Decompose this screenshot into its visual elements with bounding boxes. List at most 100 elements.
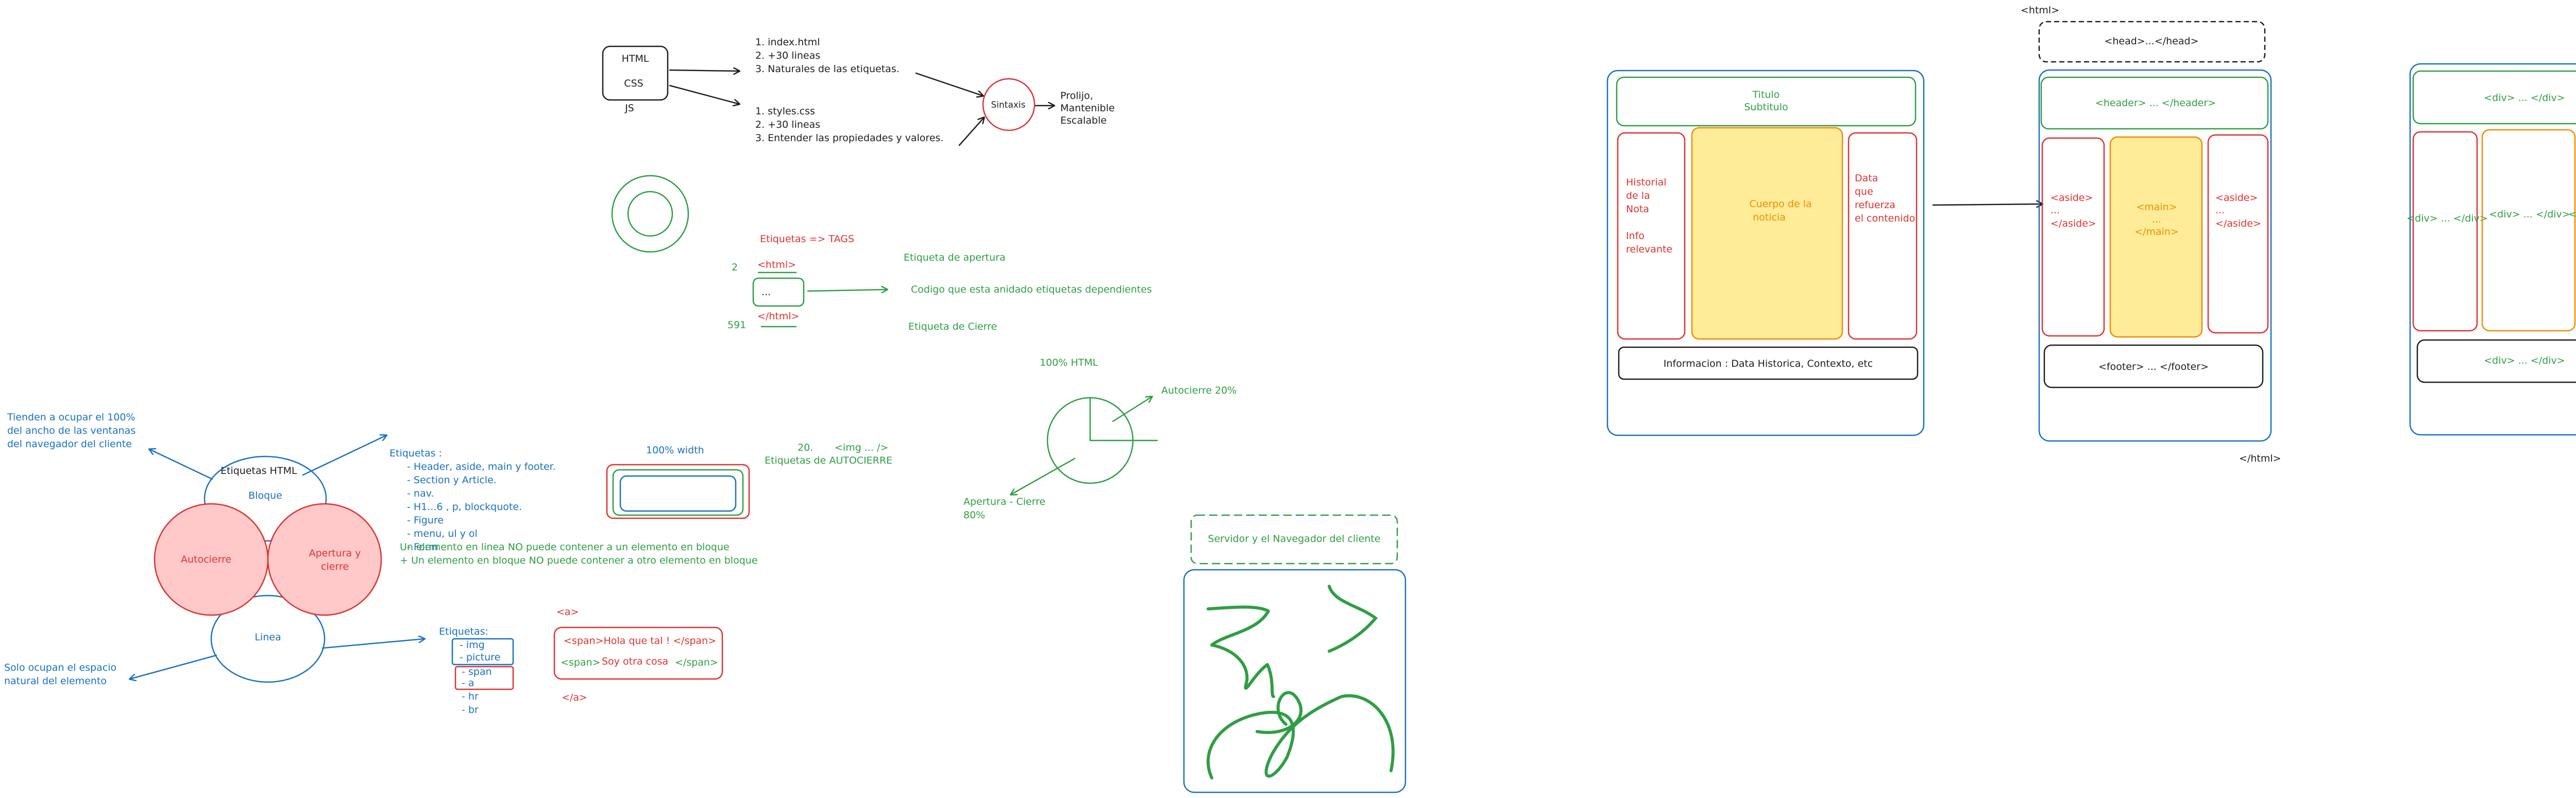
styles-note-3: 3. Entender las propiedades y valores. <box>755 132 943 144</box>
width-outer-box[interactable] <box>606 464 750 519</box>
semantic-right-aside[interactable] <box>2207 134 2269 334</box>
apertura-label-2: cierre <box>321 561 349 572</box>
index-note-3: 3. Naturales de las etiquetas. <box>755 63 900 75</box>
main-close: </main> <box>2134 226 2179 237</box>
inline-img-picture-box[interactable] <box>451 638 514 666</box>
block-list-4: - H1...6 , p, blockquote. <box>407 501 522 513</box>
block-list-1: - Header, aside, main y footer. <box>407 461 556 472</box>
scribble-2 <box>1328 585 1378 653</box>
semantic-page-frame[interactable] <box>2038 69 2272 442</box>
outer-green-circle[interactable] <box>611 175 689 253</box>
news-left-6: relevante <box>1626 244 1672 255</box>
width-boxes: 100% width <box>606 445 750 519</box>
block-list-7: - Form <box>407 541 438 553</box>
rule-2: + Un elemento en bloque NO puede contene… <box>400 555 758 566</box>
semantic-main-box[interactable] <box>2109 136 2203 338</box>
pie-diagram: 100% HTML Autocierre 20% Apertura - Cier… <box>963 357 1236 521</box>
close-tag: </html> <box>757 311 800 322</box>
semantic-layout-wireframe: <html> <head>...</head> <header> ... </h… <box>2021 5 2281 464</box>
block-list-2: - Section y Article. <box>407 474 497 486</box>
div-page-frame[interactable] <box>2409 63 2576 436</box>
aside-right-dots: ... <box>2215 205 2225 216</box>
styles-note-1: 1. styles.css <box>755 106 815 117</box>
sintaxis-circle[interactable] <box>982 78 1036 131</box>
news-left-2: de la <box>1626 190 1650 201</box>
arrow-autocierre <box>1112 397 1152 422</box>
news-main-body[interactable] <box>1691 127 1843 340</box>
etiquetas-html-section: Etiquetas HTML Tienden a ocupar el 100% … <box>4 412 758 716</box>
apertura-cierre-circle[interactable] <box>267 503 382 616</box>
div-footer-tag: <div> ... </div> <box>2484 355 2565 366</box>
open-tag: <html> <box>757 259 796 270</box>
html-css-js-group: HTML CSS JS <box>602 45 739 114</box>
news-main-1: Cuerpo de la <box>1749 198 1811 210</box>
sintaxis-label: Sintaxis <box>991 100 1025 110</box>
inline-list-5: - hr <box>462 691 479 702</box>
tag-close-line-number: 591 <box>727 319 746 331</box>
open-label: Etiqueta de apertura <box>904 252 1006 263</box>
etiquetas-html-title: Etiquetas HTML <box>221 465 297 477</box>
arrow-block-right <box>302 435 386 476</box>
inline-span-a-box[interactable] <box>454 666 514 690</box>
width-middle-box[interactable] <box>612 469 744 516</box>
div-left-box[interactable] <box>2412 131 2478 332</box>
inline-list-2: - picture <box>460 652 500 663</box>
autocierre-label: Autocierre <box>181 554 231 565</box>
block-list-6: - menu, ul y ol <box>407 528 478 539</box>
span-container[interactable] <box>553 626 723 680</box>
inline-note-2: natural del elemento <box>4 675 107 687</box>
a-close: </a> <box>562 692 587 703</box>
news-title-box[interactable] <box>1616 76 1917 127</box>
block-list-5: - Figure <box>407 515 444 526</box>
span-2-open: <span> <box>561 657 600 668</box>
server-dashed-box[interactable] <box>1190 514 1398 565</box>
div-layout-wireframe: <div> ... </div> <div> ... </div> <div> … <box>2406 63 2576 436</box>
news-footer-box[interactable] <box>1618 346 1919 380</box>
news-left-aside[interactable] <box>1617 132 1686 340</box>
head-tag: <head>...</head> <box>2104 36 2198 47</box>
client-window-box[interactable] <box>1183 569 1406 793</box>
news-page-frame[interactable] <box>1606 70 1925 436</box>
server-label: Servidor y el Navegador del cliente <box>1208 533 1381 545</box>
semantic-header-box[interactable] <box>2040 76 2269 130</box>
inline-note-1: Solo ocupan el espacio <box>4 662 116 673</box>
div-header-box[interactable] <box>2412 70 2576 125</box>
main-open: <main> <box>2136 201 2177 213</box>
index-notes: 1. index.html 2. +30 lineas 3. Naturales… <box>755 37 900 75</box>
styles-notes: 1. styles.css 2. +30 lineas 3. Entender … <box>755 106 943 144</box>
pie-bottom-label-1: Apertura - Cierre <box>963 496 1045 507</box>
div-right-tag: <div> ... </div> <box>2568 209 2576 220</box>
news-right-aside[interactable] <box>1848 132 1918 340</box>
div-middle-box[interactable] <box>2481 129 2576 332</box>
arrow-index-to-sintaxis <box>915 72 983 96</box>
linea-circle[interactable] <box>210 595 326 683</box>
css-label: CSS <box>624 78 643 89</box>
content-box[interactable] <box>752 277 805 307</box>
aside-left-close: </aside> <box>2050 218 2096 229</box>
arrow-styles-to-sintaxis <box>958 117 984 146</box>
width-inner-box[interactable] <box>619 475 737 512</box>
arrow-block-left <box>149 449 213 480</box>
news-right-2: que <box>1855 186 1873 197</box>
div-left-tag: <div> ... </div> <box>2406 213 2487 224</box>
news-left-5: Info <box>1626 230 1645 242</box>
div-footer-box[interactable] <box>2416 339 2576 383</box>
news-left-1: Historial <box>1626 177 1667 188</box>
html-css-box[interactable] <box>602 45 669 101</box>
arrow-linea-left <box>130 654 217 679</box>
div-middle-tag: <div> ... </div> <box>2489 209 2570 220</box>
result-3: Escalable <box>1060 115 1107 126</box>
pie-right-label: Autocierre 20% <box>1161 385 1236 396</box>
result-2: Mantenible <box>1060 103 1115 114</box>
block-note-3: del navegador del cliente <box>7 438 132 450</box>
inline-list-4: - a <box>462 677 474 689</box>
semantic-left-aside[interactable] <box>2041 137 2105 337</box>
semantic-footer-box[interactable] <box>2043 344 2264 388</box>
head-dashed-box[interactable] <box>2038 21 2266 63</box>
styles-note-2: 2. +30 lineas <box>755 119 820 130</box>
content-label: Codigo que esta anidado etiquetas depend… <box>911 284 1152 295</box>
scribble-1 <box>1207 605 1275 698</box>
block-note-2: del ancho de las ventanas <box>7 425 135 436</box>
inner-green-circle[interactable] <box>627 191 673 237</box>
